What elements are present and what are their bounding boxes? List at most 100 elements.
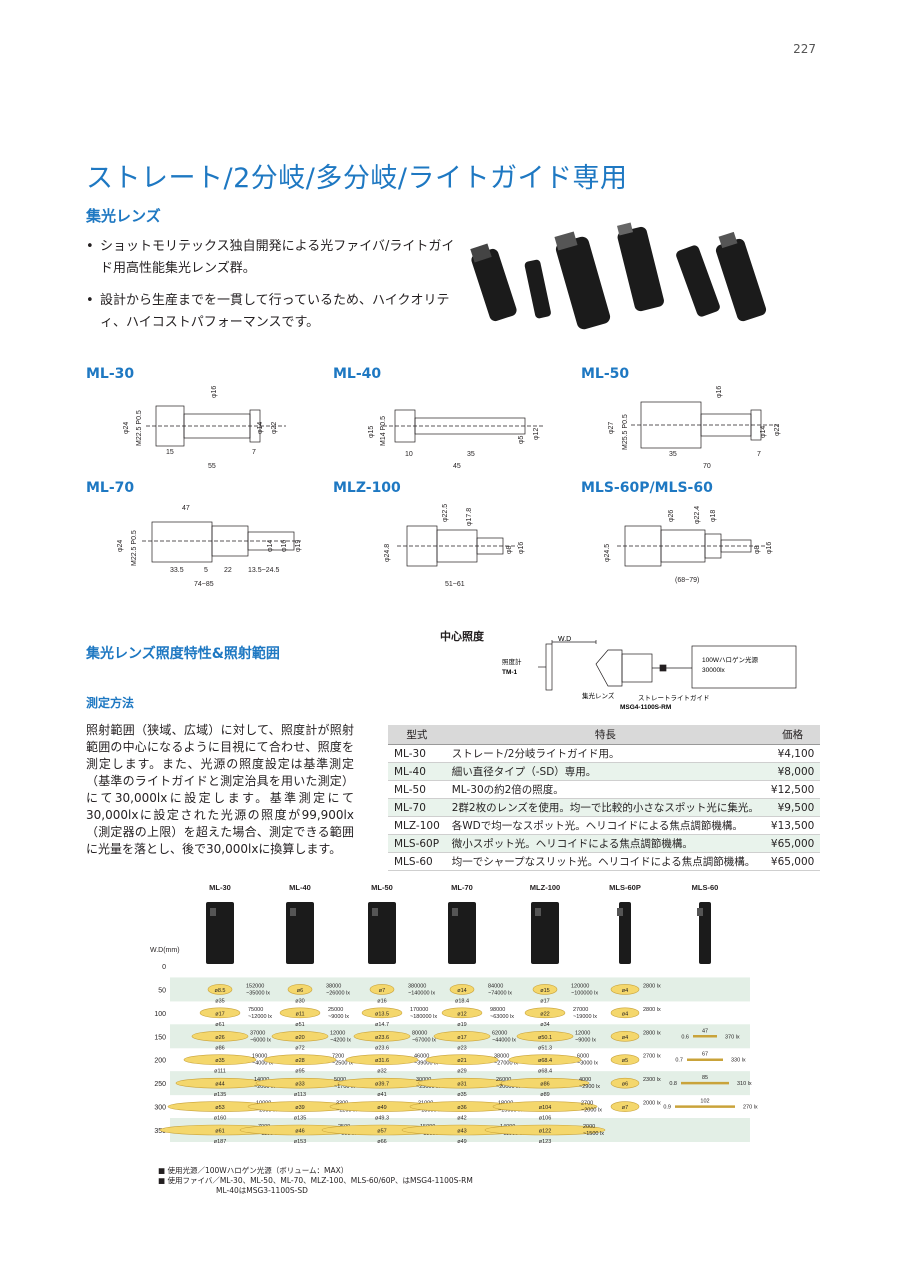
dim: φ22 (774, 424, 781, 436)
spot-diameter: ø122 (539, 1129, 552, 1135)
spot-diameter: ø57 (377, 1129, 386, 1135)
spot-diameter: ø4 (622, 1011, 628, 1017)
spot-ellipse (369, 984, 395, 995)
spot-diameter: ø68.4 (538, 1058, 552, 1064)
lens-photo-3 (554, 231, 611, 330)
spot-ellipse (263, 1054, 337, 1066)
illuminance-value: ~67000 lx (412, 1037, 436, 1043)
wide-diameter: ø49.3 (375, 1116, 389, 1122)
wd-tick: 250 (154, 1081, 166, 1088)
dim: φ24 (123, 422, 130, 434)
lens-photo-6 (715, 231, 767, 322)
wide-diameter: ø35 (457, 1092, 466, 1098)
spot-ellipse (610, 1030, 640, 1042)
spot-diameter: ø31 (457, 1082, 466, 1088)
dim: φ24 (117, 540, 124, 552)
spot-diameter: ø7 (379, 988, 385, 994)
dim: φ14 (760, 426, 767, 438)
illuminance-value: ~35000 lx (246, 990, 270, 996)
cell-price: ¥65,000 (764, 852, 821, 871)
illuminance-value: 46000 (414, 1054, 429, 1060)
source-line1: 100Wハロゲン光源 (702, 655, 758, 664)
cell-feature: 均一でシャープなスリット光。ヘリコイドによる焦点調節機構。 (445, 852, 765, 871)
meter-model: TM-1 (502, 669, 518, 676)
illuminance-value: 2000 lx (643, 1101, 661, 1107)
spot-diameter: ø46 (295, 1129, 304, 1135)
table-header-row: 型式 特長 価格 (388, 725, 821, 745)
spot-ellipse (433, 1030, 491, 1042)
dim: 70 (703, 463, 711, 470)
wide-diameter: ø16 (377, 998, 386, 1004)
dim: 45 (453, 463, 461, 470)
spot-ellipse (361, 1007, 403, 1019)
illuminance-value: 38000 (494, 1054, 509, 1060)
drawing-ml70: 47 φ24 M22.5 P0.5 φ14 φ16 φ19 33.5 5 22 … (117, 505, 302, 588)
spot-diameter: ø43 (457, 1129, 466, 1135)
illuminance-value: ~1700 lx (334, 1084, 355, 1090)
lens-knob (697, 908, 703, 916)
illuminance-value: 2700 (581, 1101, 593, 1107)
dim: (68~79) (675, 577, 699, 584)
illuminance-value: 75000 (248, 1007, 263, 1013)
dim: φ17.8 (466, 508, 473, 526)
dim: φ16 (211, 386, 218, 398)
spot-ellipse (441, 1007, 483, 1019)
illuminance-value: ~180000 lx (410, 1014, 437, 1020)
wide-diameter: ø113 (294, 1092, 306, 1098)
spot-diameter: ø39 (295, 1105, 304, 1111)
illuminance-value: 270 lx (743, 1105, 758, 1111)
section-title: 集光レンズ照度特性&照射範囲 (86, 646, 280, 662)
illuminance-value: ~2500 lx (332, 1061, 353, 1067)
spot-ellipse (610, 1054, 640, 1066)
slit-length: 102 (700, 1099, 709, 1105)
column-title: MLZ-100 (530, 883, 560, 892)
drawing-title-mlz100: MLZ-100 (333, 480, 401, 496)
cell-price: ¥9,500 (764, 798, 821, 817)
lens-knob (290, 908, 296, 916)
dim: φ22.5 (442, 504, 449, 522)
drawing-title-ml30: ML-30 (86, 366, 135, 382)
drawing-mls60: φ26 φ22.4 φ18 φ24.5 φ8 φ16 (68~79) (604, 506, 773, 584)
cell-model: ML-70 (388, 798, 446, 817)
wide-diameter: ø135 (294, 1116, 307, 1122)
illuminance-value: 2000 (583, 1124, 595, 1130)
lens-knob (210, 908, 216, 916)
wide-diameter: ø49 (457, 1139, 466, 1145)
spot-ellipse (508, 1054, 582, 1066)
illuminance-value: 98000 (490, 1007, 505, 1013)
method-title: 測定方法 (86, 696, 135, 710)
illuminance-value: 6000 (577, 1054, 589, 1060)
spot-diameter: ø20 (295, 1035, 304, 1041)
dim: M14 P0.5 (380, 416, 387, 446)
dim: φ26 (668, 510, 675, 522)
illuminance-value: ~100000 lx (571, 990, 598, 996)
drawing-mlz100: φ22.5 φ17.8 φ24.8 φ8 φ16 51~61 (384, 504, 525, 588)
illuminance-value: ~25000 lx (416, 1084, 440, 1090)
dim: φ14 (257, 422, 264, 434)
cell-feature: 微小スポット光。ヘリコイドによる焦点調節機構。 (445, 834, 765, 853)
dim: 22 (224, 567, 232, 574)
illuminance-value: ~1200 lx (336, 1108, 357, 1114)
cell-price: ¥13,500 (764, 816, 821, 835)
illuminance-value: 84000 (488, 983, 503, 989)
spot-ellipse (345, 1054, 419, 1066)
wd-tick: 100 (154, 1011, 166, 1018)
illuminance-value: ~1500 lx (583, 1131, 604, 1137)
spot-diameter: ø53 (215, 1105, 224, 1111)
spot-diameter: ø11 (295, 1011, 304, 1017)
spot-ellipse (610, 1101, 640, 1112)
cell-model: MLS-60P (388, 834, 446, 853)
wide-diameter: ø111 (214, 1069, 226, 1075)
dim: φ19 (295, 540, 302, 552)
spot-diameter: ø26 (215, 1035, 224, 1041)
spot-diameter: ø86 (540, 1082, 549, 1088)
illuminance-value: 62000 (492, 1030, 507, 1036)
dim: φ16 (766, 542, 773, 554)
feature-item: ショットモリテックス独自開発による光ファイバ/ライトガイド用高性能集光レンズ群。 (86, 236, 466, 280)
dim: M25.5 P0.5 (622, 414, 629, 450)
meter-label: 照度計 (502, 657, 522, 666)
center-illuminance-title: 中心照度 (440, 630, 484, 643)
dim: 51~61 (445, 581, 465, 588)
